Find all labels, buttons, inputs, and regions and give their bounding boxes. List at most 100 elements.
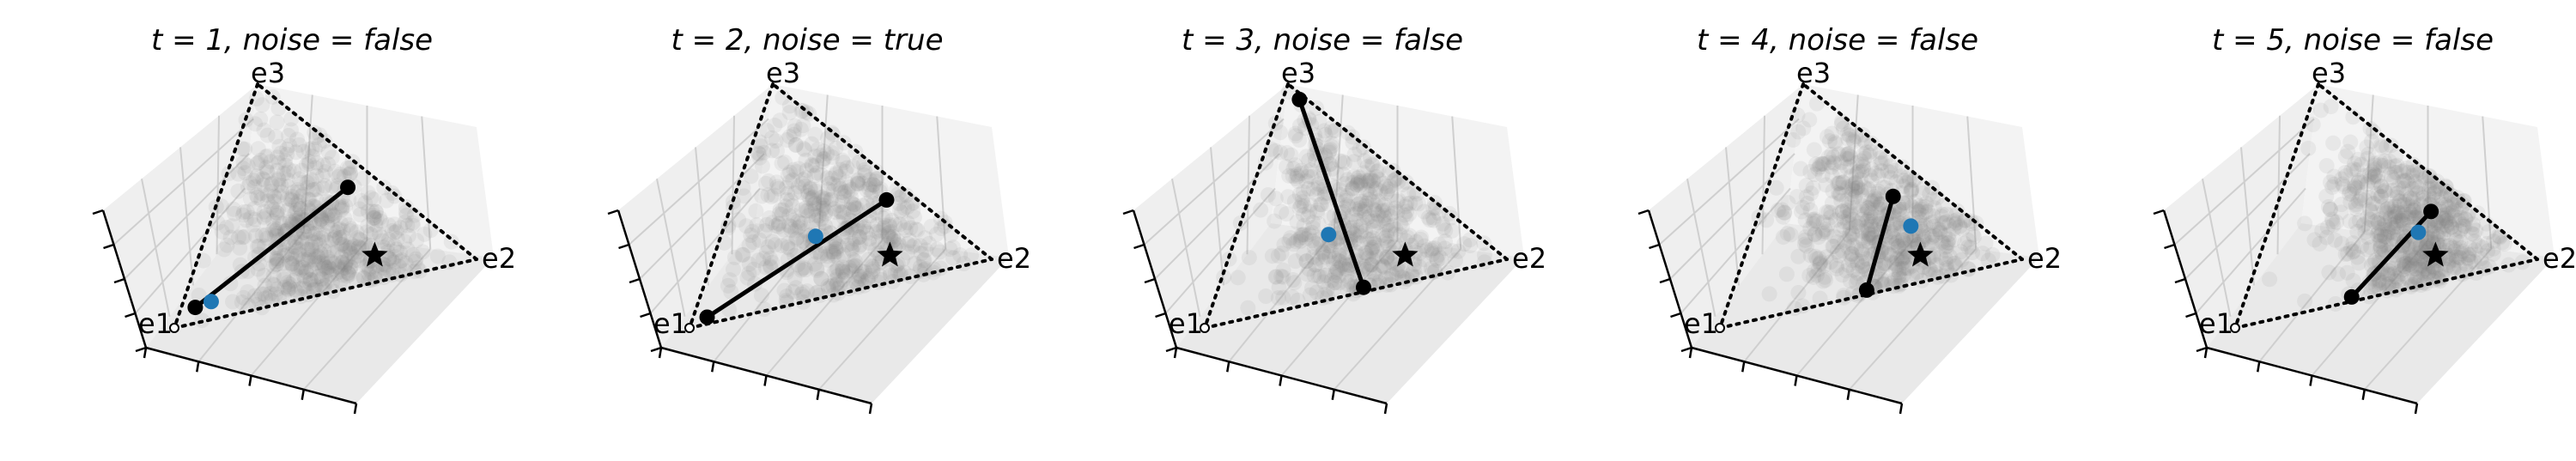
cloud-point bbox=[1822, 209, 1838, 226]
cloud-point bbox=[1317, 286, 1334, 302]
cloud-point bbox=[1806, 142, 1822, 158]
vertex-label-e3: e3 bbox=[2312, 57, 2346, 89]
cloud-point bbox=[256, 209, 272, 225]
cloud-point bbox=[1355, 139, 1371, 155]
cloud-point bbox=[253, 286, 270, 302]
cloud-point bbox=[388, 223, 404, 240]
cloud-point bbox=[1889, 258, 1905, 274]
cloud-point bbox=[806, 167, 823, 184]
cloud-point bbox=[1903, 197, 1919, 214]
cloud-point bbox=[1949, 203, 1965, 219]
cloud-point bbox=[1400, 186, 1417, 203]
cloud-point bbox=[1838, 192, 1855, 209]
cloud-point bbox=[804, 136, 820, 152]
cloud-point bbox=[1862, 147, 1878, 163]
segment-endpoint bbox=[699, 309, 715, 325]
cloud-point bbox=[1315, 253, 1331, 270]
tick bbox=[1173, 347, 1178, 359]
cloud-point bbox=[2405, 156, 2421, 173]
cloud-point bbox=[807, 181, 823, 197]
cloud-point bbox=[844, 242, 860, 258]
cloud-point bbox=[2348, 215, 2364, 231]
cloud-point bbox=[2427, 263, 2444, 279]
cloud-point bbox=[1322, 210, 1339, 227]
cloud-point bbox=[1286, 193, 1303, 209]
grid-line bbox=[250, 240, 368, 377]
cloud-point bbox=[898, 187, 914, 203]
cloud-point bbox=[273, 177, 289, 193]
cloud-point bbox=[266, 193, 283, 209]
cloud-point bbox=[1867, 221, 1883, 238]
cloud-point bbox=[916, 252, 933, 268]
cloud-point bbox=[1332, 186, 1348, 203]
cloud-point bbox=[1882, 170, 1899, 186]
cloud-point bbox=[1877, 151, 1893, 167]
cloud-point bbox=[1848, 218, 1864, 234]
cloud-point bbox=[1386, 239, 1402, 255]
cloud-point bbox=[1776, 204, 1792, 221]
cloud-point bbox=[1379, 223, 1395, 240]
cloud-point bbox=[1298, 253, 1315, 270]
segment-endpoint bbox=[1291, 91, 1308, 107]
cloud-point bbox=[1839, 203, 1856, 219]
cloud-point bbox=[871, 224, 887, 240]
cloud-point bbox=[835, 203, 852, 220]
cloud-point bbox=[337, 210, 353, 227]
cloud-point bbox=[825, 176, 841, 192]
cloud-point bbox=[1352, 203, 1369, 219]
cloud-point bbox=[1938, 256, 1954, 272]
cloud-point bbox=[843, 235, 860, 252]
cloud-point bbox=[890, 186, 906, 203]
cloud-point bbox=[782, 218, 799, 234]
cloud-point bbox=[2345, 109, 2361, 125]
cloud-point bbox=[1855, 258, 1871, 274]
cloud-point bbox=[362, 227, 379, 243]
cloud-point bbox=[2377, 153, 2393, 169]
cloud-point bbox=[843, 195, 860, 211]
cloud-point bbox=[1382, 252, 1399, 269]
segment-endpoint bbox=[1885, 188, 1901, 204]
cloud-point bbox=[1411, 196, 1427, 212]
cloud-point bbox=[1831, 146, 1847, 162]
cloud-point bbox=[1372, 259, 1388, 276]
cloud-point bbox=[759, 123, 775, 139]
cloud-point bbox=[307, 278, 324, 294]
cloud-point bbox=[2404, 276, 2421, 293]
cloud-point bbox=[2414, 264, 2430, 280]
cloud-point bbox=[1333, 242, 1349, 258]
cloud-point bbox=[828, 240, 844, 257]
cloud-point bbox=[311, 268, 327, 284]
cloud-point bbox=[2396, 204, 2412, 221]
grid-line bbox=[1848, 94, 1859, 233]
cloud-point bbox=[2402, 256, 2418, 272]
cloud-point bbox=[1338, 250, 1354, 266]
cloud-point bbox=[266, 201, 283, 217]
cloud-point bbox=[269, 251, 285, 267]
cloud-point bbox=[754, 188, 770, 204]
cloud-point bbox=[1350, 197, 1366, 213]
cloud-point bbox=[771, 215, 787, 232]
cloud-point bbox=[365, 207, 381, 223]
cloud-point bbox=[303, 262, 319, 278]
cloud-point bbox=[288, 248, 304, 264]
cloud-point bbox=[288, 144, 304, 161]
cloud-point bbox=[1877, 272, 1893, 288]
cloud-point bbox=[2374, 198, 2391, 215]
cloud-point bbox=[1309, 179, 1326, 196]
cloud-point bbox=[795, 284, 811, 300]
cloud-point bbox=[1352, 227, 1369, 244]
simplex-edge-e1-e2 bbox=[688, 258, 993, 330]
cloud-point bbox=[835, 152, 851, 168]
cloud-point bbox=[854, 197, 871, 214]
cloud-point bbox=[2340, 246, 2356, 262]
cloud-point bbox=[1921, 266, 1937, 282]
cloud-point bbox=[343, 259, 359, 276]
cloud-point bbox=[1854, 253, 1870, 270]
cloud-point bbox=[812, 203, 829, 219]
blue-point bbox=[1903, 218, 1919, 234]
cloud-point bbox=[1840, 257, 1856, 273]
cloud-point bbox=[787, 185, 803, 201]
cloud-point bbox=[234, 207, 251, 223]
cloud-point bbox=[235, 289, 252, 306]
